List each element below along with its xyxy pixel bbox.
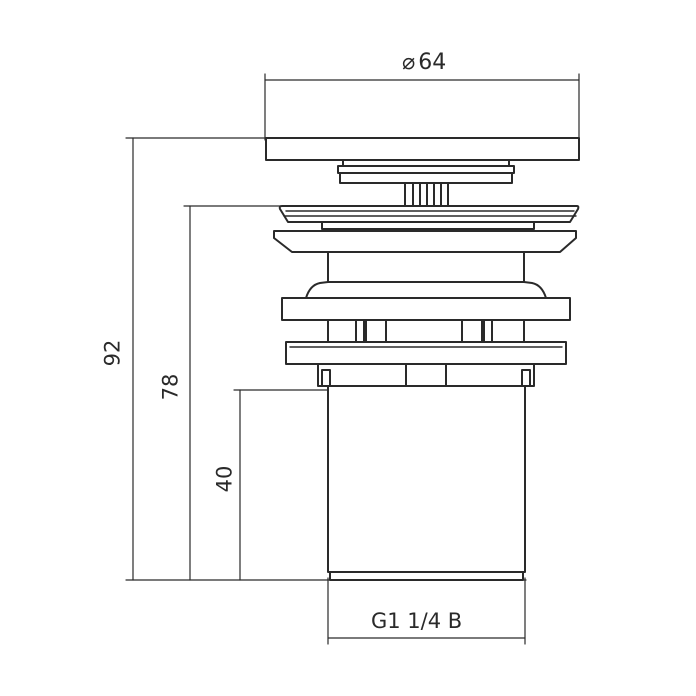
diameter-label: ⌀64 [402, 52, 446, 74]
height-78-label: 78 [158, 373, 183, 401]
lock-nut [281, 297, 571, 321]
height-92-label: 92 [100, 339, 125, 367]
height-92-dimension [125, 137, 267, 581]
flange-seal [321, 221, 535, 230]
drain-body [265, 137, 580, 581]
spindle [404, 182, 449, 207]
height-40-label: 40 [212, 465, 237, 493]
neck-shoulder [305, 281, 547, 299]
height-40-dimension [233, 389, 329, 581]
flange-top [278, 205, 580, 223]
height-78-dimension [183, 205, 283, 581]
pipe-end [329, 571, 524, 581]
diameter-dimension [264, 73, 580, 141]
cap-stem-ring [337, 165, 515, 174]
thread-dimension [327, 577, 526, 645]
washer [273, 230, 577, 253]
connector [317, 363, 535, 387]
cap-stem-base [339, 172, 513, 184]
diameter-symbol: ⌀ [402, 50, 416, 75]
thread-pipe [327, 385, 526, 573]
thread-label: G1 1/4 B [371, 609, 463, 633]
neck [327, 251, 525, 283]
diameter-value: 64 [418, 50, 447, 75]
cap-plate [265, 137, 580, 161]
lower-washer [285, 341, 567, 365]
